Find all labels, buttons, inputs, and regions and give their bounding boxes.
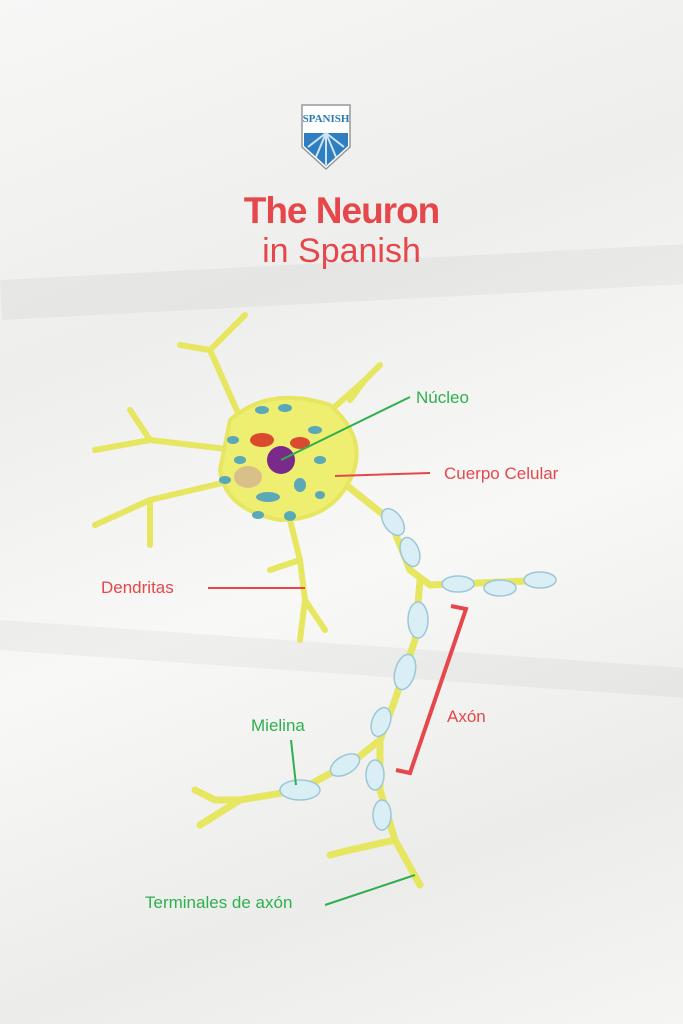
axon-bracket [395, 604, 469, 776]
page-title: The Neuron [243, 190, 441, 231]
axon-terminals-pointer [324, 874, 416, 906]
cell-body-pointer [334, 472, 431, 477]
page-subtitle: in Spanish [262, 232, 421, 270]
logo-text: SPANISH [302, 113, 350, 125]
myelin-sheaths [279, 507, 557, 831]
logo-shield-icon [301, 104, 351, 171]
neuron-illustration [92, 312, 554, 889]
myelin-pointer [290, 739, 297, 786]
label-axon-terminals: Terminales de axón [145, 893, 293, 912]
logo: SPANISH [298, 103, 354, 171]
pointer-lines [208, 396, 469, 906]
label-axon: Axón [447, 707, 486, 726]
label-dendrites: Dendritas [101, 578, 174, 597]
label-myelin: Mielina [251, 716, 305, 735]
nucleus-pointer [280, 396, 411, 461]
label-nucleus: Núcleo [416, 388, 469, 407]
label-cell-body: Cuerpo Celular [444, 464, 559, 483]
